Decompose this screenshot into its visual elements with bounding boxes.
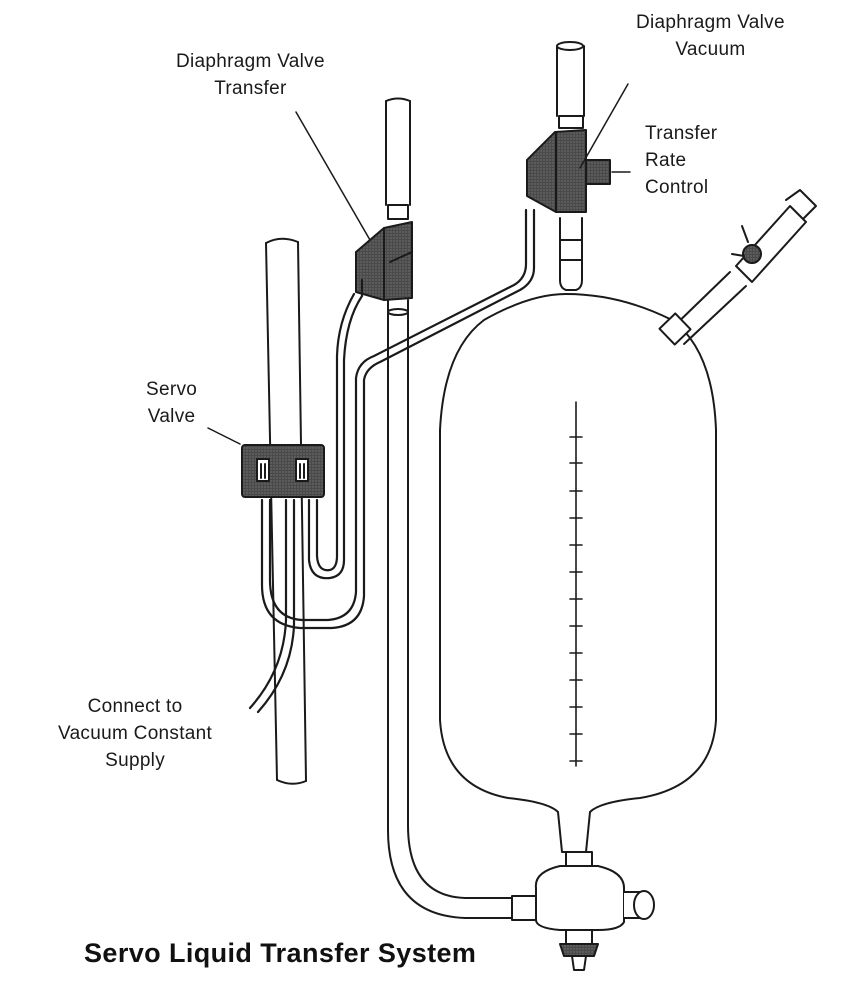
graduated-scale	[569, 401, 583, 767]
servo-hoses	[248, 208, 536, 714]
leader-servo	[207, 427, 241, 445]
diaphragm-valve-transfer	[355, 221, 413, 301]
label-diaphragm-valve-transfer: Diaphragm Valve Transfer	[176, 51, 325, 99]
drain-stopcock	[511, 851, 655, 971]
label-servo-valve: Servo Valve	[146, 379, 198, 427]
figure-caption: Servo Liquid Transfer System	[84, 938, 477, 968]
servo-valve	[241, 444, 325, 498]
leader-transfer	[295, 111, 371, 241]
leader-vacuum	[579, 83, 629, 169]
label-diaphragm-valve-vacuum: Diaphragm Valve Vacuum	[636, 12, 785, 60]
diaphragm-valve-vacuum	[526, 129, 611, 213]
side-arm-stopcock	[658, 189, 817, 346]
transfer-tube	[385, 97, 513, 919]
label-transfer-rate-control: Transfer Rate Control	[645, 123, 718, 198]
vacuum-top-pipe	[556, 41, 585, 291]
label-connect-vacuum-supply: Connect to Vacuum Constant Supply	[58, 696, 213, 771]
main-vessel	[439, 293, 717, 853]
